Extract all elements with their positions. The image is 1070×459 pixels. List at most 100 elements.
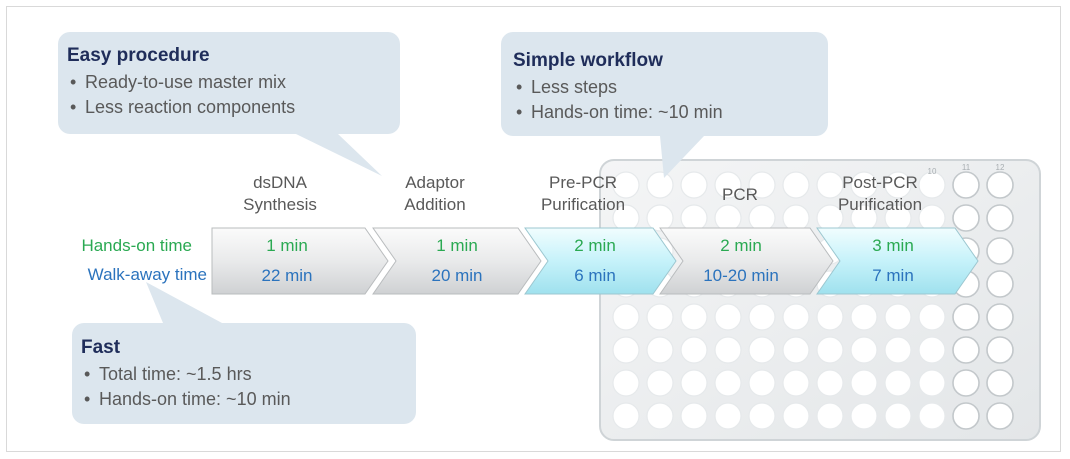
plate-well	[884, 171, 912, 199]
plate-well	[884, 402, 912, 430]
callout-title: Simple workflow	[513, 50, 663, 71]
step-arrow-dssynthesis	[211, 227, 389, 295]
callout-title: Easy procedure	[67, 45, 210, 66]
plate-well	[918, 402, 946, 430]
plate-well	[714, 336, 742, 364]
step-arrow-postpcr	[816, 227, 979, 295]
plate-well	[748, 369, 776, 397]
callout-easy-procedure: Easy procedure Ready-to-use master mix L…	[67, 45, 295, 120]
callout-bullet: Less steps	[513, 75, 723, 100]
plate-column-number: 10	[928, 167, 937, 176]
plate-well	[646, 402, 674, 430]
plate-well	[714, 171, 742, 199]
hands-on-value: 3 min	[872, 236, 914, 255]
plate-well	[782, 369, 810, 397]
plate-well	[782, 336, 810, 364]
hands-on-value: 2 min	[720, 236, 762, 255]
step-arrow-adaptor	[372, 227, 542, 295]
plate-well	[646, 369, 674, 397]
plate-well	[782, 171, 810, 199]
step-label-dsdna-synthesis: dsDNA Synthesis	[243, 173, 317, 214]
plate-well	[986, 204, 1014, 232]
plate-well	[952, 204, 980, 232]
plate-well	[952, 369, 980, 397]
plate-well	[612, 303, 640, 331]
plate-well	[748, 402, 776, 430]
plate-well	[850, 402, 878, 430]
plate-well	[612, 369, 640, 397]
plate-well	[952, 303, 980, 331]
callout-bullet: Ready-to-use master mix	[67, 70, 295, 95]
plate-well	[918, 336, 946, 364]
step-label-post-pcr-purification: Post-PCR Purification	[837, 173, 923, 214]
callout-bullet: Hands-on time: ~10 min	[513, 100, 723, 125]
plate-well	[986, 237, 1014, 265]
plate-well	[714, 369, 742, 397]
plate-column-number: 11	[962, 163, 971, 172]
step-label-pre-pcr-purification: Pre-PCR Purification	[540, 173, 626, 214]
plate-well	[884, 303, 912, 331]
plate-well	[850, 369, 878, 397]
callout-bullet: Less reaction components	[67, 95, 295, 120]
plate-well	[816, 336, 844, 364]
plate-well	[850, 336, 878, 364]
callout-fast: Fast Total time: ~1.5 hrs Hands-on time:…	[81, 337, 291, 412]
hands-on-value: 1 min	[436, 236, 478, 255]
walk-away-value: 20 min	[431, 266, 483, 285]
walk-away-value: 6 min	[574, 266, 616, 285]
plate-well	[816, 171, 844, 199]
plate-well	[680, 402, 708, 430]
plate-well	[748, 303, 776, 331]
plate-well	[918, 171, 946, 199]
plate-well	[952, 402, 980, 430]
plate-well	[816, 402, 844, 430]
plate-well	[986, 303, 1014, 331]
plate-well	[646, 303, 674, 331]
plate-well	[612, 402, 640, 430]
plate-well	[646, 204, 674, 232]
step-arrow-pcr	[659, 227, 834, 295]
walk-away-value: 22 min	[261, 266, 313, 285]
plate-well	[612, 171, 640, 199]
plate-well	[986, 336, 1014, 364]
callout-bullet: Hands-on time: ~10 min	[81, 387, 291, 412]
plate-well	[816, 303, 844, 331]
plate-well	[952, 171, 980, 199]
plate-well	[986, 270, 1014, 298]
row-label-walk-away: Walk-away time	[87, 265, 207, 284]
plate-column-number: 12	[996, 163, 1005, 172]
plate-well	[918, 303, 946, 331]
plate-well	[986, 369, 1014, 397]
step-label-pcr: PCR	[722, 185, 758, 204]
plate-well	[748, 171, 776, 199]
hands-on-value: 2 min	[574, 236, 616, 255]
plate-well	[782, 402, 810, 430]
plate-well	[714, 303, 742, 331]
callout-bullet: Total time: ~1.5 hrs	[81, 362, 291, 387]
step-arrow-prepcr	[524, 227, 677, 295]
plate-well	[816, 369, 844, 397]
plate-well	[680, 369, 708, 397]
plate-well	[952, 336, 980, 364]
plate-well	[680, 171, 708, 199]
callout-title: Fast	[81, 337, 121, 358]
plate-well	[782, 303, 810, 331]
plate-well	[986, 171, 1014, 199]
step-label-adaptor-addition: Adaptor Addition	[404, 173, 466, 214]
plate-well	[680, 303, 708, 331]
row-label-hands-on: Hands-on time	[81, 236, 192, 255]
plate-well	[646, 336, 674, 364]
plate-well	[884, 336, 912, 364]
plate-well	[918, 369, 946, 397]
callout-simple-workflow: Simple workflow Less steps Hands-on time…	[513, 50, 723, 125]
plate-well	[986, 402, 1014, 430]
plate-well	[680, 336, 708, 364]
plate-well	[884, 369, 912, 397]
plate-well	[646, 171, 674, 199]
plate-well	[748, 336, 776, 364]
plate-well	[850, 171, 878, 199]
plate-well	[612, 336, 640, 364]
plate-well	[850, 303, 878, 331]
hands-on-value: 1 min	[266, 236, 308, 255]
